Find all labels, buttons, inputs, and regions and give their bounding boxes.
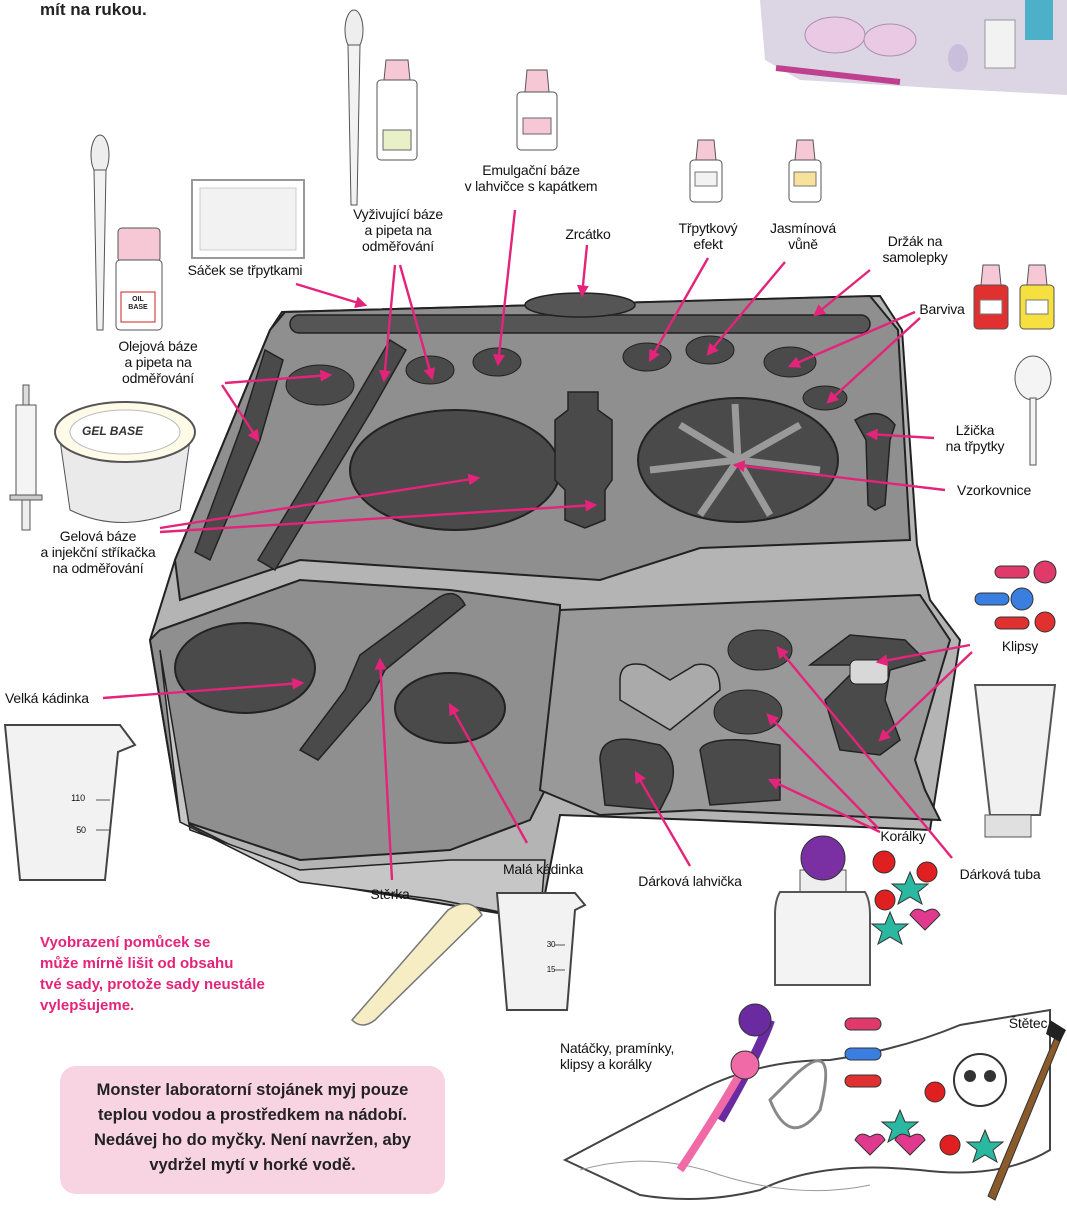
label-oil-base-line: a pipeta na <box>98 354 218 370</box>
label-spatula: Stěrka <box>355 886 425 902</box>
gift-bottle <box>775 836 870 985</box>
label-sticker-holder: Držák na samolepky <box>860 233 970 265</box>
label-curlers-accessories: Natáčky, pramínky, klipsy a korálky <box>560 1040 710 1072</box>
label-glitter-spoon-line: na třpytky <box>930 438 1020 454</box>
label-oil-base-line: Olejová báze <box>98 338 218 354</box>
small-beaker <box>497 893 585 1010</box>
label-gel-base-line: na odměřování <box>18 560 178 576</box>
washing-warning-line: vydržel mytí v horké vodě. <box>60 1153 445 1178</box>
variation-note-line: vylepšujeme. <box>40 995 340 1016</box>
label-glitter-effect-line: efekt <box>668 236 748 252</box>
label-jasmine-scent-line: Jasmínová <box>760 220 846 236</box>
emulsion-base-bottle <box>517 70 557 150</box>
label-emulsion-base-line: v lahvičce s kapátkem <box>448 178 614 194</box>
pipette-oil <box>91 135 109 330</box>
syringe <box>10 385 42 530</box>
label-large-beaker: Velká kádinka <box>5 690 105 706</box>
label-nourishing-base-line: odměřování <box>330 238 466 254</box>
top-text: mít na rukou. <box>40 0 147 20</box>
label-gift-bottle: Dárková lahvička <box>620 873 760 889</box>
label-mirror: Zrcátko <box>553 226 623 242</box>
small-beaker-mark: 30 <box>542 937 560 953</box>
gel-base-jar <box>55 402 195 523</box>
jasmine-scent-bottle <box>789 140 821 202</box>
oil-base-bottle-label-line: OIL <box>121 296 155 304</box>
washing-warning-line: Nedávej ho do myčky. Není navržen, aby <box>60 1128 445 1153</box>
label-oil-base: Olejová báze a pipeta na odměřování <box>98 338 218 386</box>
label-jasmine-scent-line: vůně <box>760 236 846 252</box>
variation-note-line: může mírně lišit od obsahu <box>40 953 340 974</box>
label-beads: Korálky <box>858 828 948 844</box>
variation-note-line: tvé sady, protože sady neustále <box>40 974 340 995</box>
label-sticker-holder-line: samolepky <box>860 249 970 265</box>
washing-warning-text: Monster laboratorní stojánek myj pouze t… <box>60 1078 445 1178</box>
label-emulsion-base: Emulgační báze v lahvičce s kapátkem <box>448 162 614 194</box>
label-glitter-effect-line: Třpytkový <box>668 220 748 236</box>
washing-warning-box: Monster laboratorní stojánek myj pouze t… <box>60 1066 445 1194</box>
variation-note: Vyobrazení pomůcek se může mírně lišit o… <box>40 932 340 1016</box>
washing-warning-line: teplou vodou a prostředkem na nádobí. <box>60 1103 445 1128</box>
label-gel-base-line: a injekční stříkačka <box>18 544 178 560</box>
label-glitter-bag: Sáček se třpytkami <box>180 262 310 278</box>
washing-warning-line: Monster laboratorní stojánek myj pouze <box>60 1078 445 1103</box>
spatula <box>352 904 482 1025</box>
label-nourishing-base-line: a pipeta na <box>330 222 466 238</box>
oil-base-bottle <box>116 228 162 330</box>
label-sticker-holder-line: Držák na <box>860 233 970 249</box>
gift-tube <box>975 685 1055 837</box>
glitter-effect-bottle <box>690 140 722 202</box>
label-gift-tube: Dárková tuba <box>950 866 1050 882</box>
label-jasmine-scent: Jasmínová vůně <box>760 220 846 252</box>
oil-base-bottle-label-line: BASE <box>121 304 155 312</box>
lab-tray <box>150 293 960 920</box>
label-curlers-accessories-line: Natáčky, pramínky, <box>560 1040 710 1056</box>
label-sample-wheel: Vzorkovnice <box>944 482 1044 498</box>
label-glitter-spoon-line: Lžička <box>930 422 1020 438</box>
label-brush: Štětec <box>998 1015 1058 1031</box>
variation-note-line: Vyobrazení pomůcek se <box>40 932 340 953</box>
small-beaker-mark: 15 <box>542 962 560 978</box>
dye-bottles <box>974 265 1054 329</box>
accessories-book <box>565 1004 1050 1199</box>
label-oil-base-line: odměřování <box>98 370 218 386</box>
oil-base-bottle-label: OIL BASE <box>121 296 155 312</box>
hair-clips <box>975 561 1056 632</box>
product-photo <box>760 0 1067 95</box>
label-clips: Klipsy <box>980 638 1060 654</box>
nourishing-base-bottle <box>377 60 417 160</box>
glitter-spoon <box>1015 356 1051 465</box>
large-beaker-mark: 50 <box>70 822 92 838</box>
label-gel-base: Gelová báze a injekční stříkačka na odmě… <box>18 528 178 576</box>
label-glitter-spoon: Lžička na třpytky <box>930 422 1020 454</box>
large-beaker-mark: 110 <box>64 790 92 806</box>
label-small-beaker: Malá kádinka <box>488 861 598 877</box>
gel-base-jar-label: GEL BASE <box>82 424 143 438</box>
label-gel-base-line: Gelová báze <box>18 528 178 544</box>
beads <box>872 851 940 944</box>
label-nourishing-base-line: Vyživující báze <box>330 206 466 222</box>
label-glitter-effect: Třpytkový efekt <box>668 220 748 252</box>
label-curlers-accessories-line: klipsy a korálky <box>560 1056 710 1072</box>
pipette-nourishing <box>345 10 363 205</box>
label-nourishing-base: Vyživující báze a pipeta na odměřování <box>330 206 466 254</box>
label-emulsion-base-line: Emulgační báze <box>448 162 614 178</box>
label-dyes: Barviva <box>910 301 974 317</box>
